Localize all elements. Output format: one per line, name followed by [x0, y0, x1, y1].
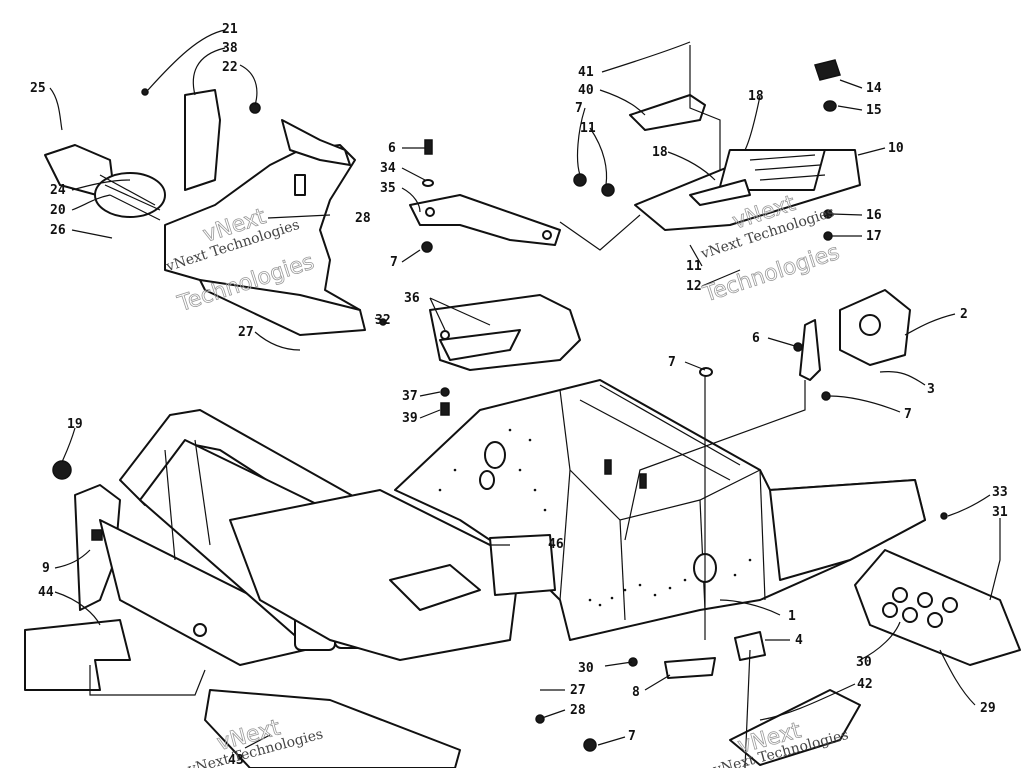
callout-11: 10 [888, 141, 904, 156]
callout-7-mid: 7 [668, 355, 676, 370]
callout-36: 36 [404, 291, 420, 306]
callout-35: 35 [380, 181, 396, 196]
callout-34: 34 [380, 161, 396, 176]
callout-6-right: 6 [752, 331, 760, 346]
footrest-plate [634, 149, 861, 231]
callout-23: 22 [222, 60, 238, 75]
callout-7-bottom: 7 [628, 729, 636, 744]
callout-28: 28 [355, 211, 371, 226]
callout-13: 12 [686, 279, 702, 294]
callout-33: 33 [992, 485, 1008, 500]
callout-41: 41 [578, 65, 594, 80]
fasteners [52, 59, 948, 752]
callout-18: 18 [748, 89, 764, 104]
callout-1: 1 [788, 609, 796, 624]
callout-38: 38 [222, 41, 238, 56]
floor-pad [24, 619, 131, 691]
callout-12-bottom: 11 [686, 259, 702, 274]
callout-labels: 21 38 22 25 24 20 26 28 27 32 19 9 44 6 … [30, 22, 1008, 768]
callout-25: 25 [30, 81, 46, 96]
callout-30-center: 30 [578, 661, 594, 676]
callout-28-bottom: 28 [570, 703, 586, 718]
latch-bracket [629, 94, 706, 131]
callout-26: 26 [50, 223, 66, 238]
callout-44: 44 [38, 585, 54, 600]
callout-29: 29 [980, 701, 996, 716]
headlight-housing [44, 144, 166, 221]
right-bracket [799, 289, 911, 381]
steering-bracket [409, 194, 561, 246]
callout-16: 16 [866, 208, 882, 223]
callout-7-right: 7 [904, 407, 912, 422]
callout-21: 20 [50, 203, 66, 218]
callout-20: 19 [67, 417, 83, 432]
leader-lines [49, 29, 1001, 768]
callout-12-top: 11 [580, 121, 596, 136]
callout-3: 3 [927, 382, 935, 397]
callout-19: 18 [652, 145, 668, 160]
skid-plate [854, 549, 1021, 666]
callout-15: 15 [866, 103, 882, 118]
callout-32: 32 [375, 313, 391, 328]
callout-31: 31 [992, 505, 1008, 520]
callout-39: 39 [402, 411, 418, 426]
callout-7-left: 7 [390, 255, 398, 270]
callout-6-left: 6 [388, 141, 396, 156]
callout-22: 21 [222, 22, 238, 37]
callout-46: 46 [548, 537, 564, 552]
callout-2: 2 [960, 307, 968, 322]
callout-42: 42 [857, 677, 873, 692]
callout-40: 40 [578, 83, 594, 98]
callout-30-right: 30 [856, 655, 872, 670]
callout-8: 8 [632, 685, 640, 700]
front-bulkhead [229, 489, 556, 661]
belly-pan [204, 689, 861, 768]
callout-9: 9 [42, 561, 50, 576]
steering-support [429, 294, 581, 371]
callout-43: 43 [228, 753, 244, 768]
callout-4: 4 [795, 633, 803, 648]
callout-17: 17 [866, 229, 882, 244]
callout-14: 14 [866, 81, 882, 96]
callout-7-top: 7 [575, 101, 583, 116]
callout-24: 24 [50, 183, 66, 198]
tunnel-extension [769, 479, 926, 581]
callout-27-bottom: 27 [570, 683, 586, 698]
callout-37: 37 [402, 389, 418, 404]
nose-cone [164, 89, 366, 336]
callout-27-top: 27 [238, 325, 254, 340]
